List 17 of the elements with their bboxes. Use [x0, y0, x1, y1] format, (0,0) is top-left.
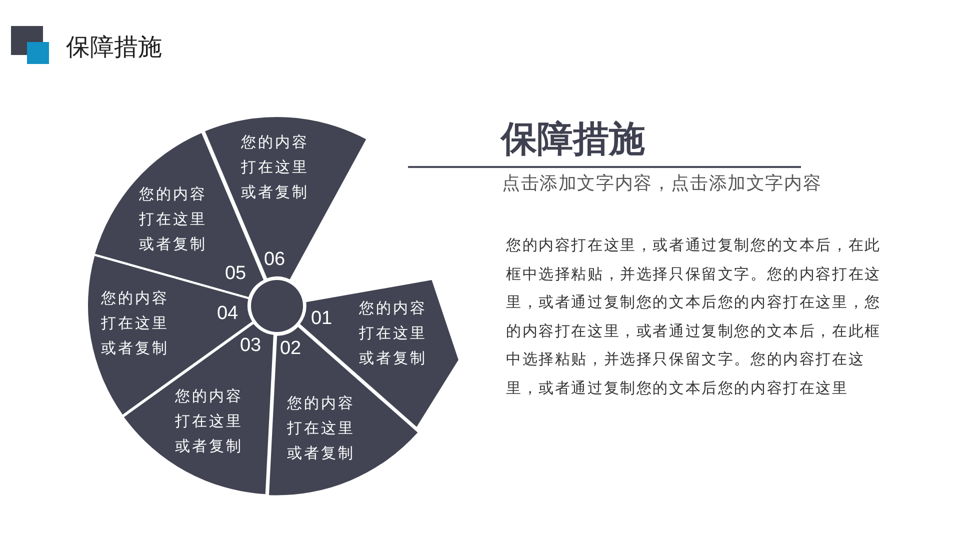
- sector-text: 您的内容打在这里或者复制: [358, 298, 428, 369]
- body-paragraph: 您的内容打在这里，或者通过复制您的文本后，在此框中选择粘贴，并选择只保留文字。您的内容打在这里，或者通过复制您的文本后您的内容打在这里，您的内容打在这里，或者通过复制您的文本后，在此框中选择粘贴，并选择只保留文字。您的内容打在这里，或者通过复制您的文本后您的内容打在这里: [506, 235, 882, 398]
- sector-text: 您的内容打在这里或者复制: [240, 132, 310, 203]
- sector-number: 02: [280, 338, 302, 360]
- sector-number: 03: [240, 334, 262, 357]
- sector-number: 04: [216, 302, 238, 325]
- sector-text: 您的内容打在这里或者复制: [100, 288, 170, 359]
- pie-sector: [204, 117, 366, 280]
- sector-text: 您的内容打在这里或者复制: [286, 392, 356, 464]
- sector-number: 01: [310, 308, 332, 330]
- sector-text: 您的内容打在这里或者复制: [174, 386, 244, 457]
- page-title: 保障措施: [66, 32, 162, 62]
- subtitle: 点击添加文字内容，点击添加文字内容: [502, 172, 822, 196]
- section-heading: 保障措施: [501, 118, 645, 162]
- sector-text: 您的内容打在这里或者复制: [138, 184, 208, 255]
- sector-number: 06: [264, 248, 286, 271]
- sector-number: 05: [224, 262, 246, 285]
